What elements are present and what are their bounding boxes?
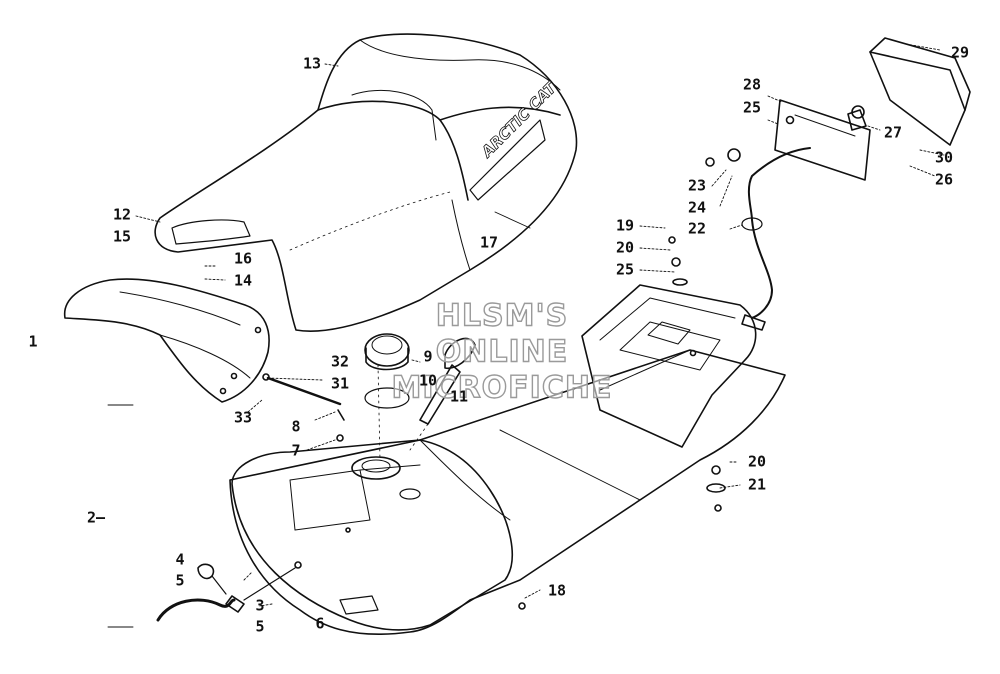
- taillight-group: [705, 37, 971, 331]
- bolt-group: [262, 373, 345, 442]
- small-hardware-group: [518, 236, 726, 610]
- callout-7: 7: [291, 441, 301, 460]
- callout-8: 8: [291, 417, 301, 436]
- seat-assembly: [154, 33, 578, 332]
- callout-22: 22: [687, 219, 707, 238]
- watermark-line-2: ONLINE: [435, 334, 569, 370]
- callout-25a: 25: [742, 98, 762, 117]
- callout-20a: 20: [615, 238, 635, 257]
- callout-10: 10: [418, 371, 438, 390]
- callout-15: 15: [112, 227, 132, 246]
- callout-25b: 25: [615, 260, 635, 279]
- fuel-cap-group: [364, 333, 476, 461]
- callout-26: 26: [934, 170, 954, 189]
- callout-13: 13: [302, 54, 322, 73]
- watermark-line-1: HLSM'S: [435, 298, 569, 334]
- callout-23: 23: [687, 176, 707, 195]
- callout-27: 27: [883, 123, 903, 142]
- callout-2: 2—: [86, 508, 106, 527]
- callout-30: 30: [934, 148, 954, 167]
- callout-29: 29: [950, 43, 970, 62]
- callout-9: 9: [423, 347, 433, 366]
- callout-24: 24: [687, 198, 707, 217]
- callout-4: 4: [175, 550, 185, 569]
- callout-18: 18: [547, 581, 567, 600]
- callout-12: 12: [112, 205, 132, 224]
- callout-6: 6: [315, 614, 325, 633]
- watermark-line-3: MICROFICHE: [391, 370, 613, 406]
- fuel-line-group: [156, 563, 296, 622]
- callout-31: 31: [330, 374, 350, 393]
- callout-19: 19: [615, 216, 635, 235]
- leader-lines: [107, 43, 945, 628]
- seat-base-part: [63, 278, 270, 403]
- callout-33: 33: [233, 408, 253, 427]
- callout-5a: 5: [175, 571, 185, 590]
- callout-20b: 20: [747, 452, 767, 471]
- callout-32: 32: [330, 352, 350, 371]
- callout-28: 28: [742, 75, 762, 94]
- callout-5b: 5: [255, 617, 265, 636]
- chassis-pan: [229, 284, 786, 636]
- callout-1: 1: [28, 332, 38, 351]
- callout-16: 16: [233, 249, 253, 268]
- callout-17: 17: [479, 233, 499, 252]
- callout-3: 3: [255, 596, 265, 615]
- callout-11: 11: [449, 387, 469, 406]
- callout-14: 14: [233, 271, 253, 290]
- callout-21: 21: [747, 475, 767, 494]
